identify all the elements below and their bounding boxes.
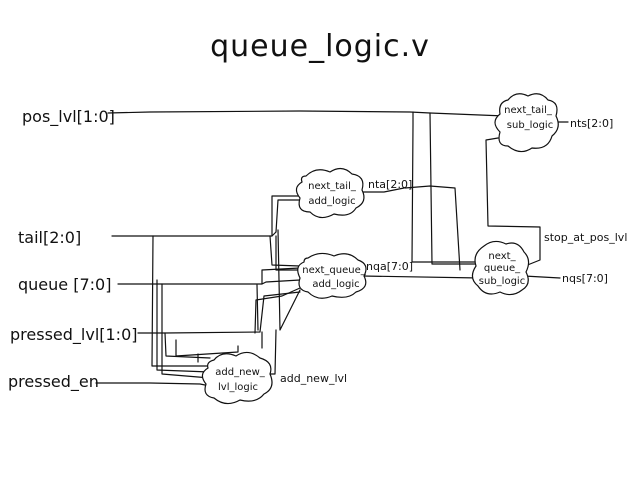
- signal-nts: nts[2:0]: [570, 117, 613, 130]
- signal-add-new-lvl: add_new_lvl: [280, 372, 347, 385]
- block-next-tail-sub-line2: sub_logic: [507, 120, 553, 131]
- block-next-queue-sub-line3: sub_logic: [479, 276, 525, 287]
- input-pressed-lvl: pressed_lvl[1:0]: [10, 325, 138, 345]
- block-next-queue-sub-logic: next_ queue_ sub_logic: [471, 240, 530, 296]
- block-next-tail-add-line2: add_logic: [308, 196, 355, 207]
- wires: [95, 110, 569, 387]
- signal-nqa: nqa[7:0]: [366, 260, 413, 273]
- signal-nta: nta[2:0]: [368, 178, 412, 191]
- block-add-new-lvl-line2: lvl_logic: [218, 382, 258, 393]
- input-queue: queue [7:0]: [18, 275, 111, 294]
- diagram-title: queue_logic.v: [210, 29, 430, 64]
- block-add-new-lvl-line1: add_new_: [215, 367, 265, 378]
- block-next-tail-sub-line1: next_tail_: [504, 105, 553, 116]
- signal-stop-at-pos-lvl: stop_at_pos_lvl: [544, 231, 627, 244]
- block-next-queue-sub-line1: next_: [488, 251, 516, 262]
- block-next-tail-add-line1: next_tail_: [308, 181, 357, 192]
- block-next-queue-sub-line2: queue_: [484, 263, 521, 274]
- input-pos-lvl: pos_lvl[1:0]: [22, 107, 115, 127]
- block-next-tail-sub-logic: next_tail_ sub_logic: [494, 93, 559, 153]
- signal-nqs: nqs[7:0]: [562, 272, 608, 285]
- input-tail: tail[2:0]: [18, 228, 81, 247]
- block-next-queue-add-logic: next_queue_ add_logic: [297, 252, 367, 299]
- block-next-tail-add-logic: next_tail_ add_logic: [295, 167, 365, 219]
- block-next-queue-add-line1: next_queue_: [302, 265, 366, 276]
- input-pressed-en: pressed_en: [8, 372, 99, 392]
- block-next-queue-add-line2: add_logic: [312, 279, 359, 290]
- block-add-new-lvl-logic: add_new_ lvl_logic: [201, 351, 273, 405]
